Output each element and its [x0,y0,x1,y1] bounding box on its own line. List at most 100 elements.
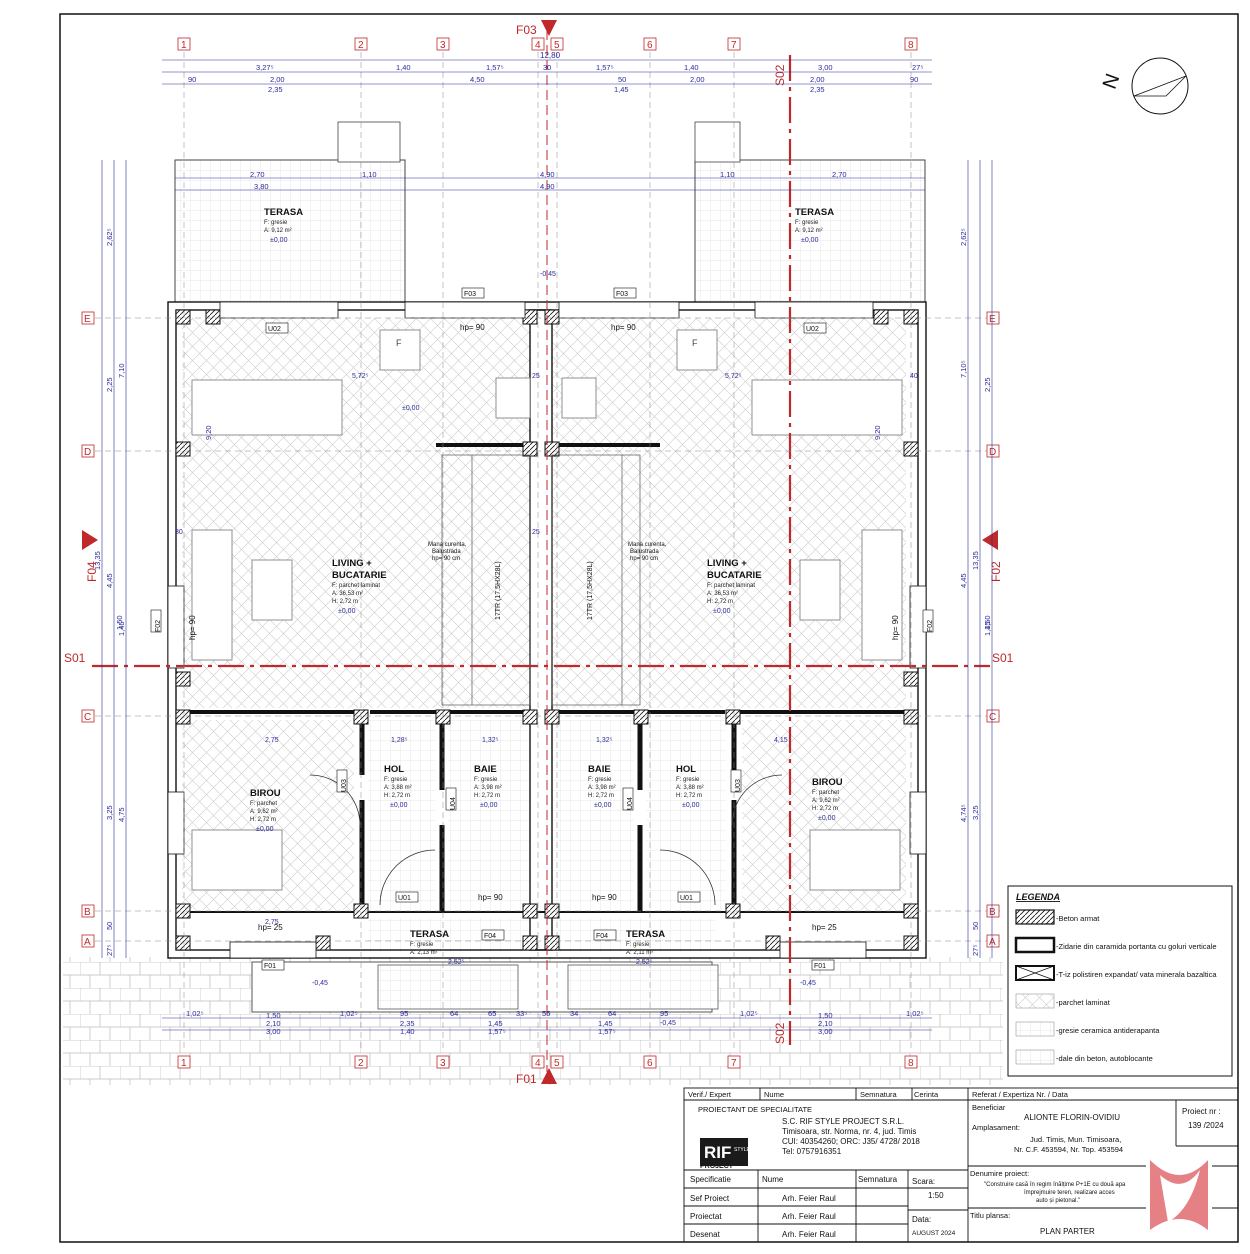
dim-text: 9,20 [873,425,882,440]
room-level: ±0,00 [256,826,274,833]
svg-text:RIF: RIF [704,1143,731,1162]
opening-height: hp= 25 [812,923,837,932]
room-height: H: 2,72 m [676,793,702,799]
grid-row-bubble [81,709,95,723]
stair-note3-left: hp= 90 cm [432,556,460,562]
dim-text: 30 [543,63,551,72]
opening-height: hp= 90 [891,615,900,640]
dim-text: 30 [175,529,183,536]
dim-text: 2,10 [266,1019,281,1028]
floor-bath-left [448,720,530,910]
stair-note1-left: Mana curenta, [428,542,467,548]
dim-text: 1,45 [983,621,992,636]
opening-tag: F04 [484,933,496,940]
stair-note2-left: Balustrada [432,549,461,555]
dim-text: 27⁵ [971,945,980,956]
grid-row-label: B [989,907,996,918]
terrace-steps-right [694,121,741,163]
grid-col-bubble [531,1055,545,1069]
legend-item-label: -gresie ceramica antiderapanta [1056,1026,1160,1035]
level-mark: -0,45 [540,271,556,278]
room-name: TERASA [795,207,834,218]
opening-tag-box [395,891,419,903]
legend: LEGENDA -Beton armat-Zidarie din caramid… [1007,885,1233,1077]
tb-denumire1: "Construire casă în regim înălțime P+1E … [984,1182,1126,1188]
grid-col-bubble [436,1055,450,1069]
opening-height: hp= 90 [592,893,617,902]
opening-tag: F01 [814,963,826,970]
dim-text: 1,10 [720,170,735,179]
room-area: A: 2,13 m² [410,950,438,956]
room-level: ±0,00 [818,815,836,822]
opening-tag-box [150,609,162,633]
dim-text: 95 [660,1009,668,1018]
room-height: H: 2,72 m [707,599,733,605]
dim-text: 27⁵ [912,63,923,72]
facade-label-f01: F01 [516,1072,537,1086]
company-logo: RIF STYLE PROJECT [700,1138,751,1170]
opening-height: hp= 90 [478,893,503,902]
legend-title: LEGENDA [1016,892,1060,902]
tb-sef: Arh. Feier Raul [782,1194,836,1203]
room-floor: F: gresie [474,777,498,783]
grid-row-label: A [989,937,996,948]
legend-item-label: -Beton armat [1056,914,1100,923]
opening-tag: F02 [927,620,934,632]
dim-text: 2,70 [832,170,847,179]
opening-tag-box [461,287,485,299]
dim-text: 1,45 [488,1019,503,1028]
dim-text: 65 [488,1009,496,1018]
grid-col-bubble [904,1055,918,1069]
opening-tag: F02 [155,620,162,632]
section-label-s01-left: S01 [64,651,86,665]
dim-text: 2,75 [265,919,279,926]
opening-tag: U01 [680,895,693,902]
grid-col-label: 7 [731,40,737,51]
dim-text: 2,25 [983,377,992,392]
tb-amplasament2: Nr. C.F. 453594, Nr. Top. 453594 [1014,1145,1123,1154]
north-arrow-icon: N [1099,57,1189,115]
svg-text:N: N [1099,71,1125,92]
opening-tag-box [593,929,617,941]
tb-proiectat-label: Proiectat [690,1212,722,1221]
tb-proiect-nr-label: Proiect nr : [1182,1107,1221,1116]
dim-text: 1,50 [115,615,124,630]
dim-text: 25 [532,529,540,536]
staircases [441,454,641,706]
dim-text: 2,62⁵ [105,228,114,246]
dim-text: 2,25 [105,377,114,392]
dim-text: 5,72⁵ [352,373,369,380]
dim-text: 4,50 [470,75,485,84]
room-area: A: 9,12 m² [264,228,292,234]
grid-col-bubble [177,1055,191,1069]
dim-text: 50 [618,75,626,84]
grid-col-bubble [177,37,191,51]
grid-row-label: C [84,712,91,723]
dim-text: 4,45 [105,573,114,588]
section-label-s02-top: S02 [773,64,787,86]
grid-row-bubble [986,934,1000,948]
dim-text: 95 [400,1009,408,1018]
grid-col-label: 8 [908,1058,914,1069]
room-area: A: 9,12 m² [795,228,823,234]
opening-tag: U03 [735,779,742,792]
room-floor: F: parchet laminat [707,583,755,589]
dim-text: 25 [532,373,540,380]
level-marks: ±0,00-0,45-0,45-0,45-0,45 [312,271,816,1027]
grid-col-bubble [531,37,545,51]
dim-text: 2,52⁵ [448,959,465,966]
opening-tag: U03 [341,779,348,792]
stair-label-left: 17TR (17,5HX28L) [495,561,502,620]
tb-cerinta-header: Cerinta [914,1090,939,1099]
dim-text: 3,27⁵ [256,63,274,72]
dim-text: 90 [188,75,196,84]
grid-col-label: 4 [535,40,541,51]
room-floor: F: gresie [384,777,408,783]
opening-tag: U04 [450,797,457,810]
room-name: BAIE [588,764,611,775]
dim-text: 1,02⁵ [740,1009,758,1018]
room-area: A: 36,53 m² [332,591,363,597]
